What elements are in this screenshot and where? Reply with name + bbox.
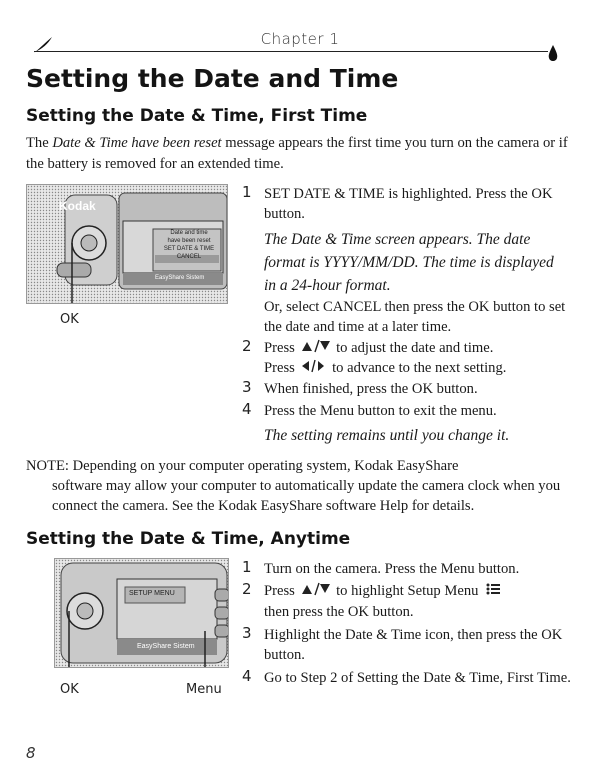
step-2-line-1: Press to adjust the date and time. [264, 338, 574, 359]
camera-bottom-label: EasyShare Sistem [137, 643, 195, 650]
step-number: 2 [242, 337, 252, 355]
screen-line: have been reset [167, 238, 211, 244]
left-right-arrow-icon [300, 359, 326, 379]
step-text-a: Press [264, 583, 295, 599]
section-title-first-time: Setting the Date & Time, First Time [26, 106, 368, 126]
ink-drop-icon [548, 45, 558, 68]
note-label: NOTE: [26, 458, 69, 474]
anytime-step-4-text: Go to Step 2 of Setting the Date & Time,… [264, 670, 571, 686]
up-down-arrow-icon [300, 339, 331, 359]
intro-paragraph: The Date & Time have been reset message … [26, 133, 576, 175]
step-1-or-text: Or, select CANCEL then press the OK butt… [264, 299, 566, 335]
setup-menu-icon [486, 582, 501, 602]
intro-italic: Date & Time have been reset [52, 135, 222, 151]
page-title: Setting the Date and Time [26, 64, 399, 93]
step-text-b: to advance to the next setting. [332, 360, 507, 376]
step-text-a: Press [264, 340, 295, 356]
anytime-step-2-text: Press to highlight Setup Menu then press… [264, 581, 574, 622]
step-4-text: Press the Menu button to exit the menu. [264, 403, 497, 419]
step-number: 4 [242, 667, 252, 685]
step-number: 3 [242, 378, 252, 396]
anytime-step-3-text: Highlight the Date & Time icon, then pre… [264, 627, 563, 663]
screen-line: CANCEL [176, 254, 202, 260]
note-first-line: Depending on your computer operating sys… [72, 458, 459, 474]
section-title-anytime: Setting the Date & Time, Anytime [26, 529, 351, 549]
intro-suffix: message appears the first time you turn … [26, 135, 568, 172]
camera-illustration-2: SETUP MENU EasyShare Sistem [54, 558, 229, 668]
up-down-arrow-icon [300, 582, 331, 602]
camera-illustration-1: Kodak Date and time have been reset SET … [26, 184, 228, 304]
note-body: software may allow your computer to auto… [52, 478, 561, 514]
camera-brand-label: Kodak [59, 199, 96, 213]
ok-callout-2: OK [60, 682, 79, 697]
step-3-text: When finished, press the OK button. [264, 381, 478, 397]
step-text-b: to highlight Setup Menu [336, 583, 479, 599]
camera-bottom-label: EasyShare Sistem [155, 275, 205, 281]
page-number: 8 [26, 744, 36, 762]
camera-screen-text: SETUP MENU [129, 590, 175, 597]
screen-line: Date and time [170, 230, 208, 236]
chapter-header: Chapter 1 [30, 30, 570, 61]
quill-icon [32, 36, 54, 59]
step-text-c: then press the OK button. [264, 603, 414, 620]
step-1-italic: The Date & Time screen appears. The date… [264, 231, 554, 294]
step-number: 1 [242, 183, 252, 201]
step-2-line-2: Press to advance to the next setting. [264, 358, 574, 379]
step-text-b: to adjust the date and time. [336, 340, 494, 356]
menu-callout: Menu [186, 682, 222, 697]
screen-line: SET DATE & TIME [163, 246, 215, 252]
intro-prefix: The [26, 135, 53, 151]
step-4-italic: The setting remains until you change it. [264, 427, 510, 444]
ok-callout-1: OK [60, 312, 79, 327]
step-number: 4 [242, 400, 252, 418]
step-text-a: Press [264, 360, 295, 376]
camera-screen-text: Date and time have been reset SET DATE &… [159, 229, 219, 261]
chapter-rule [34, 51, 548, 52]
step-number: 2 [242, 580, 252, 598]
anytime-step-1-text: Turn on the camera. Press the Menu butto… [264, 561, 520, 577]
step-number: 1 [242, 558, 252, 576]
note-block: NOTE: Depending on your computer operati… [26, 456, 576, 516]
step-1-text: SET DATE & TIME is highlighted. Press th… [264, 186, 553, 222]
chapter-label: Chapter 1 [260, 30, 340, 48]
step-number: 3 [242, 624, 252, 642]
